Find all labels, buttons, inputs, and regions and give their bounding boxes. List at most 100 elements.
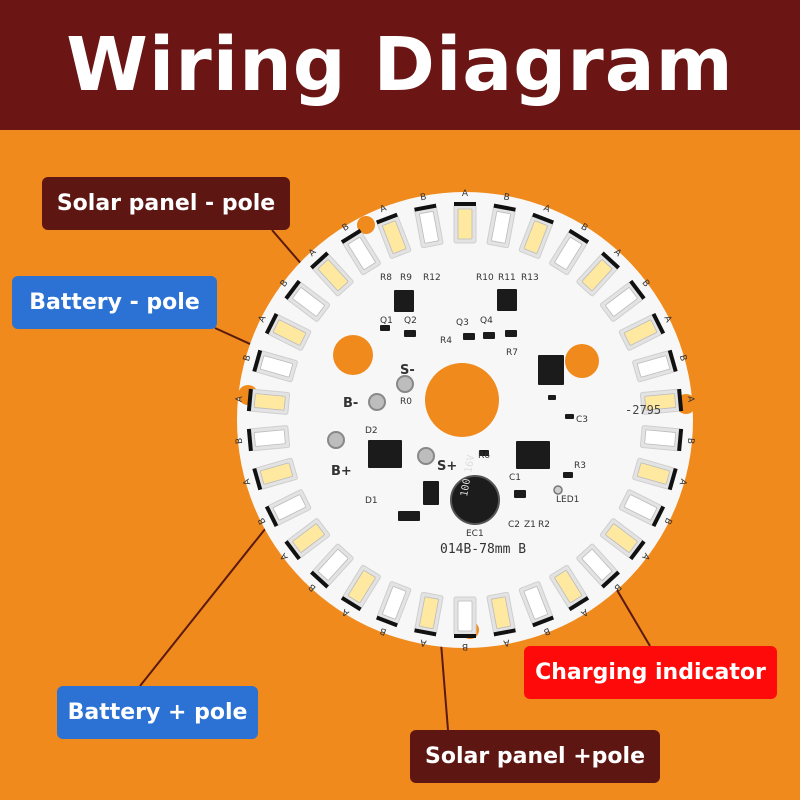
- led-chip: B: [576, 543, 623, 593]
- component-label: R8: [380, 273, 392, 283]
- pad-label-s-plus: S+: [437, 459, 457, 474]
- smd-part: [423, 481, 439, 505]
- component-label: R6: [478, 451, 490, 461]
- led-letter: B: [257, 516, 269, 526]
- led-letter: B: [542, 625, 551, 637]
- component-label: Z1: [524, 520, 536, 530]
- led-letter: B: [639, 278, 651, 289]
- led-phosphor: [605, 523, 638, 553]
- component-label: Q1: [380, 316, 393, 326]
- smd-part: [404, 330, 416, 337]
- led-cathode-mark: [601, 251, 620, 270]
- led-phosphor: [623, 319, 658, 346]
- led-letter: A: [340, 606, 351, 618]
- mounting-hole-right: [565, 344, 599, 378]
- led-phosphor: [253, 429, 286, 447]
- electrolytic-capacitor: [450, 475, 500, 525]
- callout-solar-panel-minus-pole: Solar panel - pole: [42, 177, 290, 230]
- led-phosphor: [554, 236, 583, 270]
- led-chip: B: [235, 425, 291, 452]
- led-letter: B: [661, 516, 673, 526]
- component-label: C2: [508, 520, 520, 530]
- led-chip: B: [549, 222, 589, 276]
- led-cathode-mark: [493, 203, 516, 212]
- led-chip: A: [257, 312, 312, 351]
- mounting-notch-top: [357, 216, 375, 234]
- led-cathode-mark: [284, 540, 301, 561]
- smd-part: [368, 440, 402, 468]
- solder-pad-s-plus: [417, 447, 435, 465]
- led-phosphor: [523, 220, 548, 254]
- led-letter: B: [685, 437, 696, 444]
- led-chip: B: [257, 489, 312, 528]
- led-phosphor: [259, 355, 294, 378]
- led-cathode-mark: [414, 203, 437, 212]
- led-cathode-mark: [246, 388, 253, 412]
- smd-part: [538, 355, 564, 385]
- component-label: D2: [365, 426, 378, 436]
- led-chip: B: [375, 581, 412, 637]
- led-phosphor: [253, 393, 286, 411]
- led-chip: A: [242, 457, 298, 491]
- led-letter: A: [242, 477, 254, 486]
- header-banner: Wiring Diagram: [0, 0, 800, 130]
- led-cathode-mark: [414, 628, 437, 637]
- led-cathode-mark: [252, 467, 263, 491]
- center-hole: [425, 363, 499, 437]
- led-chip: A: [639, 388, 695, 415]
- led-chip: B: [453, 596, 477, 651]
- led-phosphor: [581, 549, 613, 581]
- led-cathode-mark: [532, 615, 555, 628]
- component-label: R13: [521, 273, 539, 283]
- smd-components: [368, 289, 574, 521]
- led-letter: B: [379, 625, 388, 637]
- led-letter: A: [676, 477, 688, 486]
- led-phosphor: [347, 570, 376, 604]
- led-cathode-mark: [264, 312, 279, 335]
- led-phosphor: [457, 600, 473, 632]
- led-cathode-mark: [629, 540, 646, 561]
- led-letter: A: [278, 550, 290, 562]
- led-letter: A: [462, 189, 469, 199]
- led-cathode-mark: [284, 279, 301, 300]
- led-chip: B: [414, 192, 444, 249]
- led-cathode-mark: [310, 570, 329, 589]
- led-phosphor: [605, 287, 638, 317]
- led-chip: A: [599, 518, 651, 562]
- led-chip: A: [518, 203, 555, 259]
- led-phosphor: [317, 259, 349, 291]
- led-cathode-mark: [454, 634, 476, 638]
- led-cathode-mark: [651, 505, 666, 528]
- led-chip: A: [453, 189, 477, 244]
- led-phosphor: [419, 596, 439, 629]
- led-letter: A: [661, 314, 673, 325]
- led-chip: B: [486, 192, 516, 249]
- led-phosphor: [272, 494, 307, 521]
- led-phosphor: [644, 429, 677, 447]
- led-letter: B: [242, 354, 253, 363]
- board-code-label: -2795: [625, 403, 661, 417]
- charging-led: [553, 485, 563, 495]
- led-cathode-mark: [375, 615, 398, 628]
- led-chip: B: [632, 349, 688, 383]
- led-cathode-mark: [667, 467, 678, 491]
- solder-pad-b-minus: [368, 393, 386, 411]
- component-label: C3: [576, 415, 588, 425]
- led-cathode-mark: [532, 212, 555, 225]
- pad-label-s-minus: S-: [400, 363, 415, 378]
- led-letter: B: [503, 192, 511, 203]
- led-chip: A: [618, 312, 674, 351]
- smd-part: [514, 490, 526, 498]
- led-chip: A: [375, 203, 412, 259]
- led-letter: A: [502, 637, 511, 648]
- component-label: Q2: [404, 316, 417, 326]
- led-phosphor: [491, 596, 511, 629]
- led-phosphor: [457, 208, 473, 240]
- led-cathode-mark: [629, 279, 646, 300]
- led-phosphor: [382, 586, 407, 620]
- led-letter: B: [307, 581, 318, 593]
- led-cathode-mark: [340, 228, 362, 244]
- smd-part: [398, 511, 420, 521]
- led-chip: A: [278, 518, 331, 562]
- led-chip: A: [414, 591, 444, 648]
